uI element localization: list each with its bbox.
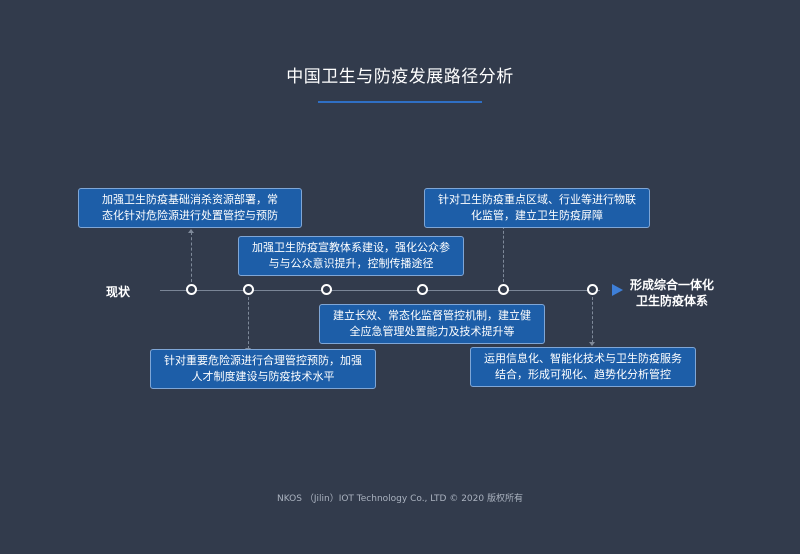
- timeline-arrow-icon: [612, 284, 623, 296]
- end-label-line-2: 卫生防疫体系: [636, 294, 709, 308]
- connector-4-arrow-icon: [589, 342, 595, 346]
- milestone-box-1: 加强卫生防疫基础消杀资源部署，常 态化针对危险源进行处置管控与预防: [78, 188, 302, 228]
- connector-1-arrow-icon: [188, 229, 194, 233]
- milestone-box-2: 加强卫生防疫宣教体系建设，强化公众参 与与公众意识提升，控制传播途径: [238, 236, 464, 276]
- page-title: 中国卫生与防疫发展路径分析: [286, 67, 514, 87]
- connector-1: [191, 232, 192, 282]
- timeline-node-4: [417, 284, 428, 295]
- milestone-box-3-line-2: 化监管，建立卫生防疫屏障: [471, 209, 603, 222]
- timeline-node-2: [243, 284, 254, 295]
- timeline-node-6: [587, 284, 598, 295]
- milestone-box-4-line-1: 建立长效、常态化监督管控机制，建立健: [333, 309, 531, 322]
- milestone-box-2-line-2: 与与公众意识提升，控制传播途径: [268, 257, 434, 270]
- milestone-box-4-line-2: 全应急管理处置能力及技术提升等: [349, 325, 515, 338]
- timeline-line: [160, 290, 600, 291]
- connector-4: [592, 297, 593, 343]
- milestone-box-5-line-2: 人才制度建设与防疫技术水平: [191, 370, 335, 383]
- milestone-box-1-line-2: 态化针对危险源进行处置管控与预防: [102, 209, 278, 222]
- timeline-node-1: [186, 284, 197, 295]
- timeline-node-3: [321, 284, 332, 295]
- start-label: 现状: [106, 285, 131, 299]
- end-label-line-1: 形成综合一体化: [630, 278, 715, 292]
- milestone-box-1-line-1: 加强卫生防疫基础消杀资源部署，常: [102, 193, 278, 206]
- milestone-box-2-line-1: 加强卫生防疫宣教体系建设，强化公众参: [252, 241, 450, 254]
- milestone-box-5: 针对重要危险源进行合理管控预防，加强 人才制度建设与防疫技术水平: [150, 349, 376, 389]
- milestone-box-4: 建立长效、常态化监督管控机制，建立健 全应急管理处置能力及技术提升等: [319, 304, 545, 344]
- end-label: 形成综合一体化 卫生防疫体系: [630, 277, 714, 309]
- milestone-box-3: 针对卫生防疫重点区域、行业等进行物联 化监管，建立卫生防疫屏障: [424, 188, 650, 228]
- connector-2: [248, 297, 249, 349]
- milestone-box-6-line-1: 运用信息化、智能化技术与卫生防疫服务: [484, 352, 682, 365]
- milestone-box-5-line-1: 针对重要危险源进行合理管控预防，加强: [164, 354, 362, 367]
- footer-copyright: NKOS （Jilin）IOT Technology Co., LTD © 20…: [277, 494, 523, 504]
- timeline-node-5: [498, 284, 509, 295]
- milestone-box-6-line-2: 结合，形成可视化、趋势化分析管控: [495, 368, 671, 381]
- milestone-box-3-line-1: 针对卫生防疫重点区域、行业等进行物联: [438, 193, 636, 206]
- title-underline: [318, 101, 482, 103]
- connector-3: [503, 226, 504, 282]
- milestone-box-6: 运用信息化、智能化技术与卫生防疫服务 结合，形成可视化、趋势化分析管控: [470, 347, 696, 387]
